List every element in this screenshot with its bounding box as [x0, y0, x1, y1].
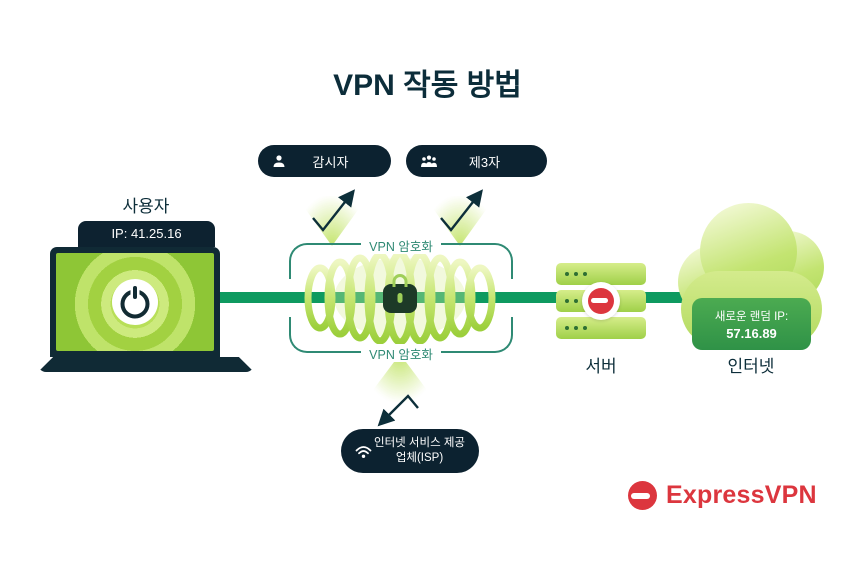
third-party-pill: 제3자 — [406, 145, 547, 177]
tunnel-frame-bottom-left — [289, 317, 361, 353]
power-icon — [112, 279, 158, 325]
isp-label-line1: 인터넷 서비스 제공 — [373, 437, 466, 450]
deflected-arrow-left-icon — [312, 189, 355, 232]
new-ip-value: 57.16.89 — [726, 325, 777, 341]
server-row — [556, 263, 646, 285]
third-party-label: 제3자 — [468, 154, 501, 170]
internet-label: 인터넷 — [727, 357, 775, 376]
new-ip-label: 새로운 랜덤 IP: — [714, 310, 789, 323]
isp-label: 인터넷 서비스 제공 업체(ISP) — [372, 436, 467, 466]
laptop-base — [38, 357, 254, 372]
expressvpn-mark-icon — [588, 288, 614, 314]
new-ip-badge: 새로운 랜덤 IP: 57.16.89 — [692, 298, 811, 350]
lock-icon — [383, 284, 417, 313]
encryption-label-bottom: VPN 암호화 — [289, 344, 513, 363]
deflected-arrow-right-icon — [440, 189, 483, 232]
isp-label-line2: 업체(ISP) — [395, 452, 444, 464]
server-row — [556, 317, 646, 339]
encryption-label-top: VPN 암호화 — [289, 236, 513, 255]
connection-line — [210, 292, 755, 303]
laptop-screen — [50, 247, 220, 357]
deflected-arrow-isp-icon — [377, 394, 419, 427]
laptop — [38, 247, 254, 372]
wifi-icon — [355, 444, 372, 459]
person-icon — [272, 154, 286, 168]
tunnel-frame-top-right — [441, 243, 513, 279]
expressvpn-logo: ExpressVPN — [628, 481, 817, 510]
surveillance-label: 감시자 — [312, 154, 349, 170]
laptop-screen-art — [56, 253, 214, 351]
user-label: 사용자 — [122, 197, 170, 216]
server-label: 서버 — [585, 357, 617, 376]
page-title: VPN 작동 방법 — [333, 69, 522, 102]
tunnel-frame-bottom-right — [441, 317, 513, 353]
group-icon — [420, 154, 438, 168]
server-logo-circle — [582, 282, 620, 320]
expressvpn-wordmark: ExpressVPN — [666, 481, 817, 509]
expressvpn-logo-icon — [628, 481, 657, 510]
server-rack — [556, 263, 646, 344]
tunnel-frame-top-left — [289, 243, 361, 279]
isp-pill: 인터넷 서비스 제공 업체(ISP) — [341, 429, 479, 473]
internet-cloud: 새로운 랜덤 IP: 57.16.89 — [678, 203, 824, 350]
surveillance-pill: 감시자 — [258, 145, 391, 177]
user-ip-badge: IP: 41.25.16 — [78, 221, 215, 247]
